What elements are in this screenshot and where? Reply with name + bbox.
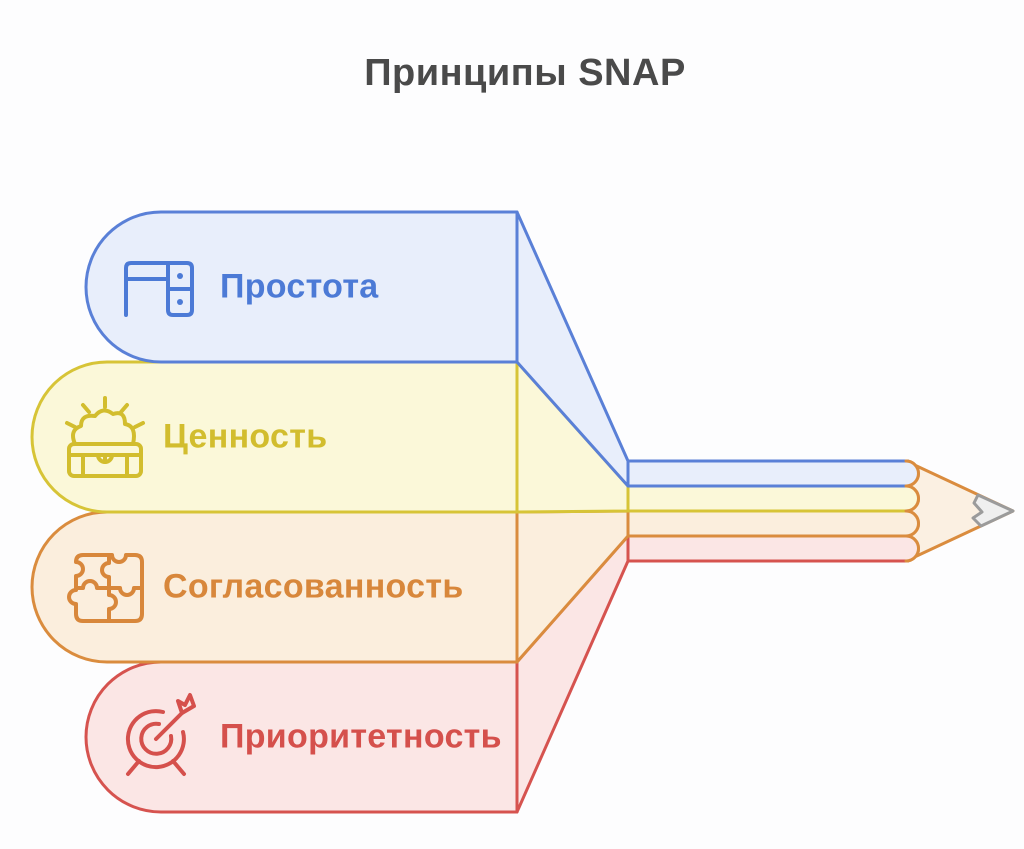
pencil-graphite-tip	[971, 493, 1015, 528]
desk-icon	[124, 261, 194, 317]
treasure-chest-icon	[65, 396, 145, 478]
band-priority	[84, 534, 910, 814]
puzzle-icon	[67, 553, 144, 623]
row-label-value: Ценность	[163, 417, 328, 456]
pencil-tip-group	[904, 459, 1015, 563]
pencil-stripe-cap	[905, 534, 920, 563]
pencil-stripe-simplicity	[626, 459, 910, 488]
band-value	[30, 360, 910, 514]
row-label-simplicity: Простота	[220, 267, 379, 306]
band-consistency	[30, 509, 910, 664]
pencil-stripe-priority	[626, 534, 910, 563]
row-label-consistency: Согласованность	[163, 567, 464, 606]
pencil-stripe-cap	[905, 484, 920, 513]
page-title: Принципы SNAP	[364, 52, 686, 94]
pencil-stripe-cap	[905, 509, 920, 538]
row-label-priority: Приоритетность	[220, 717, 502, 756]
row-capsule-consistency	[30, 510, 519, 664]
row-capsule-priority	[84, 660, 519, 814]
row-capsule-value	[30, 360, 519, 514]
row-capsule-simplicity	[84, 210, 519, 364]
target-dart-icon	[125, 693, 196, 776]
pencil-stripe-value	[626, 484, 910, 513]
pencil-stripe-cap	[905, 459, 920, 488]
pencil-stripe-consistency	[626, 509, 910, 538]
band-simplicity	[84, 210, 910, 488]
